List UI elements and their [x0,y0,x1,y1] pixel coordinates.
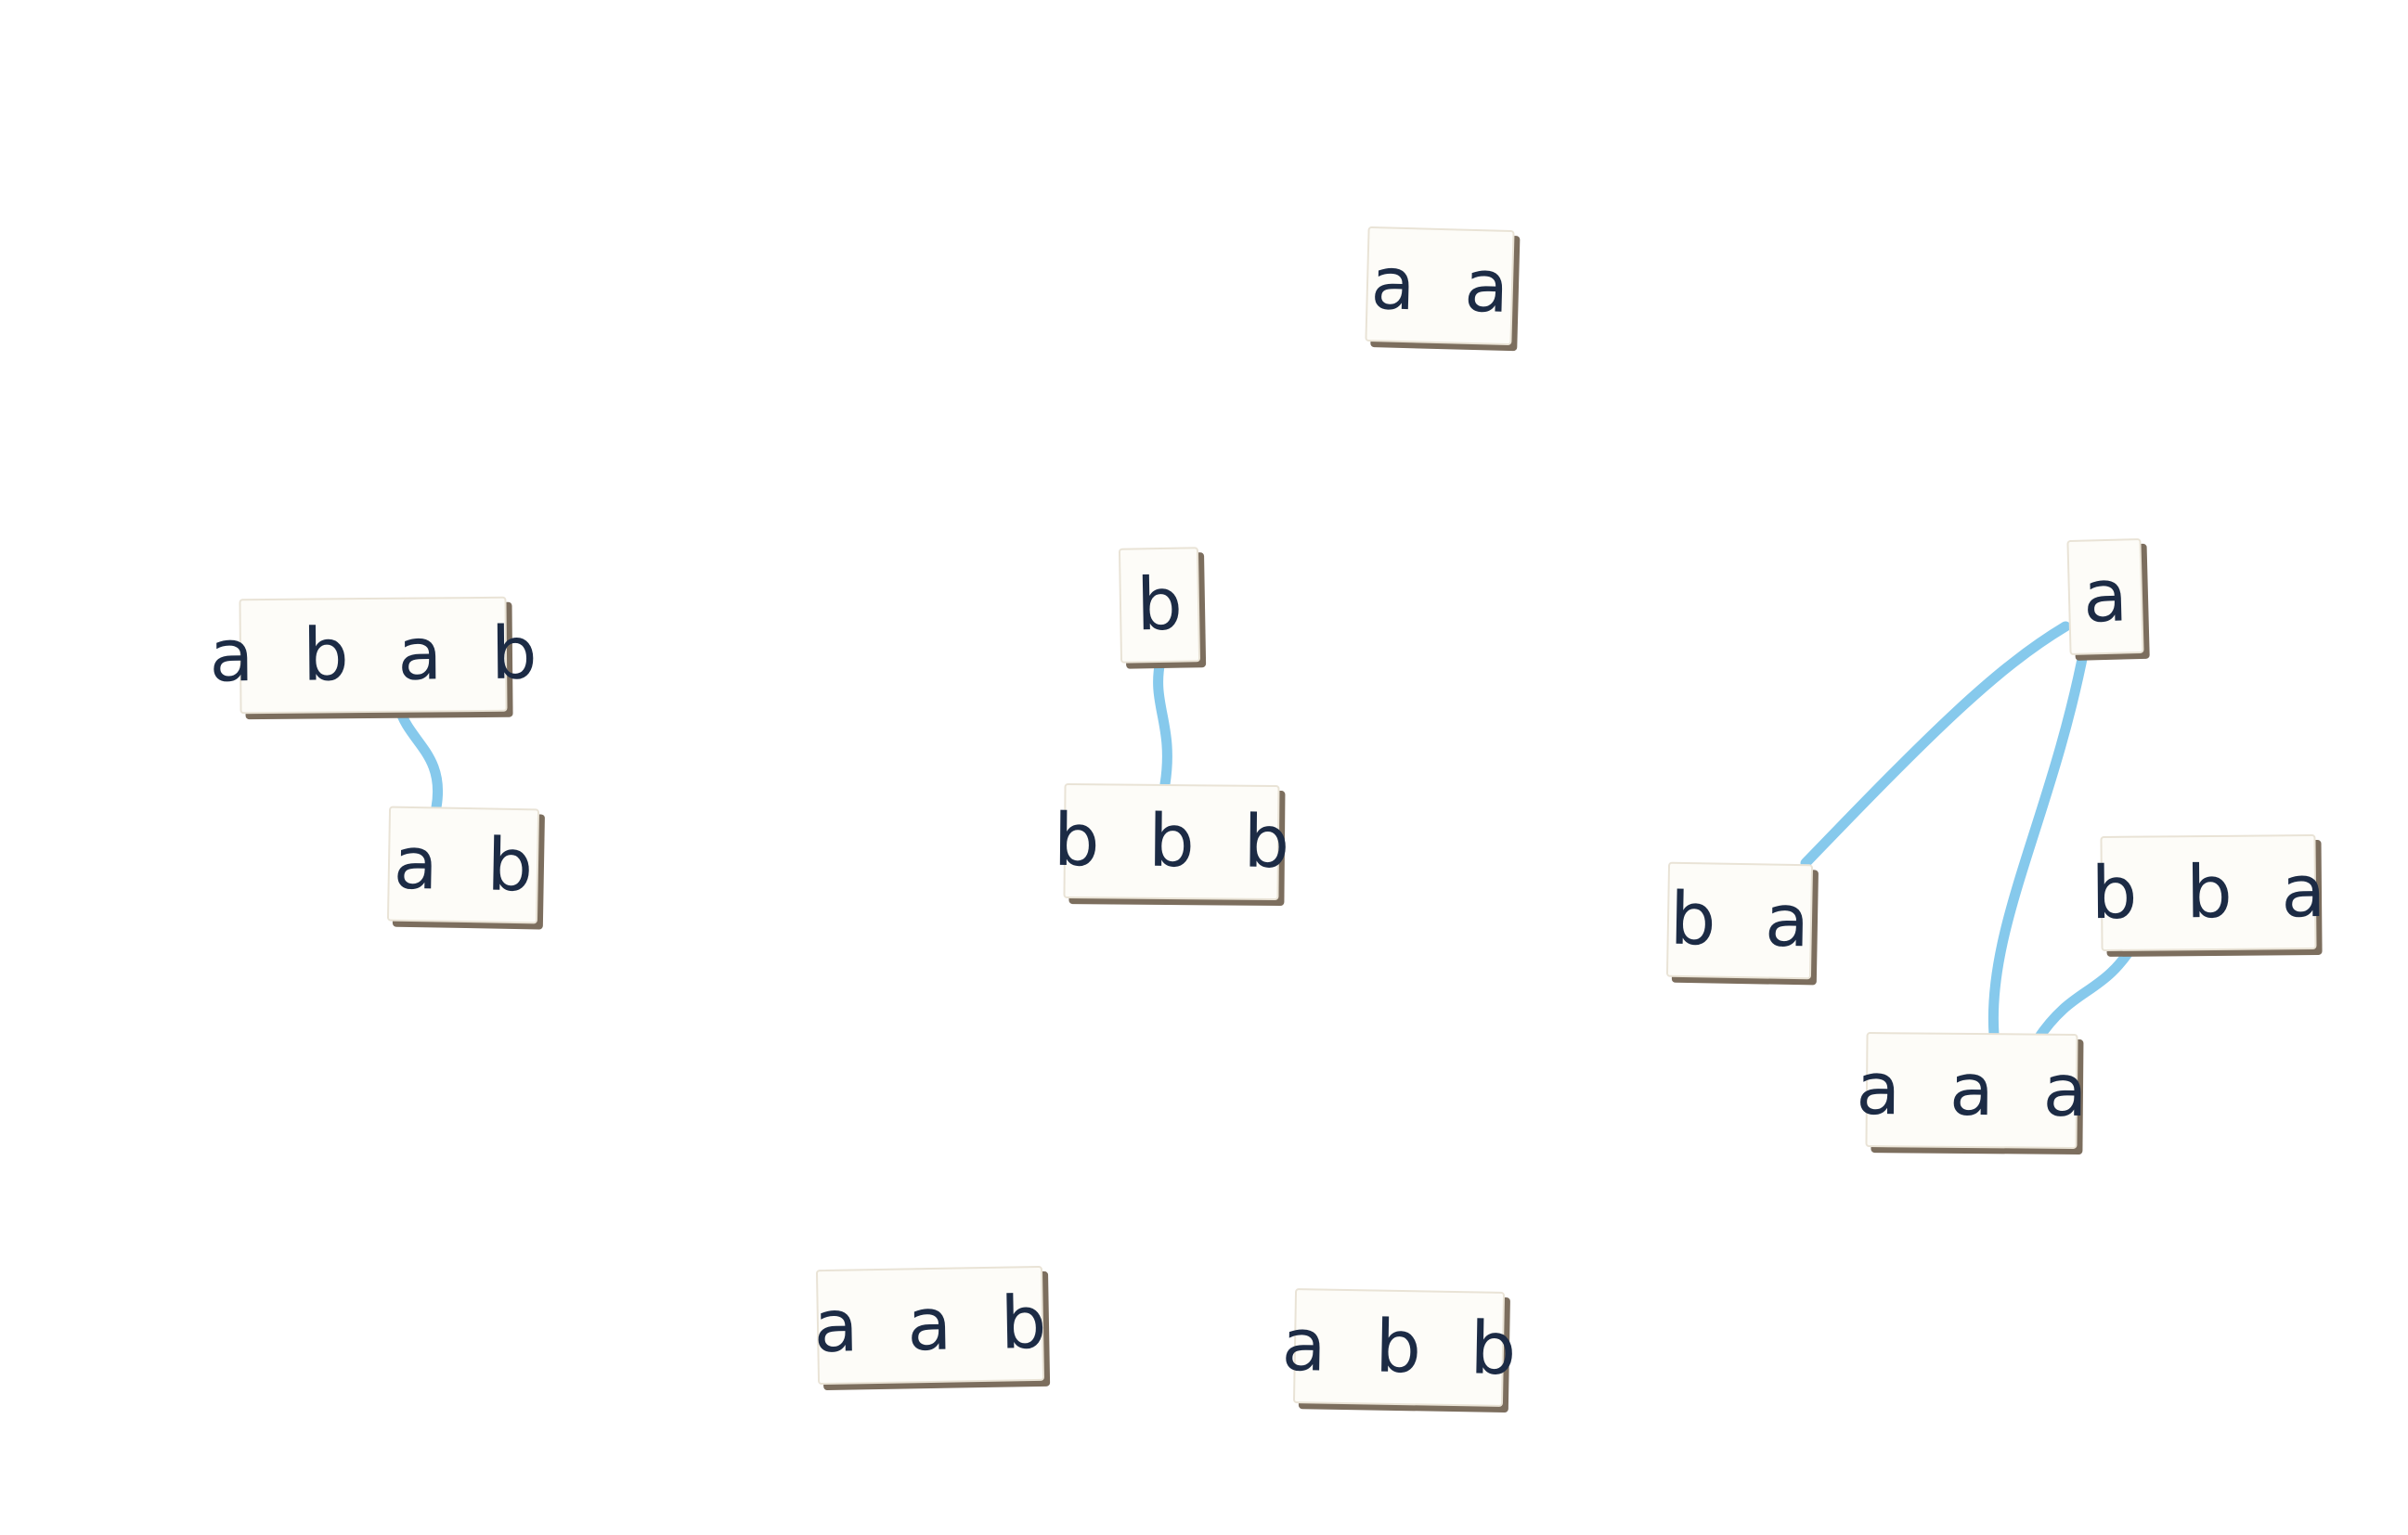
tile-label: a b a b [209,612,550,699]
tile-abab[interactable]: a b a b [209,596,550,715]
tile-label: a [2081,554,2143,639]
tile-bbb[interactable]: b b b [1054,782,1302,901]
link-b-bbb [1153,655,1172,790]
tile-aa[interactable]: a a [1365,226,1522,346]
tile-label: b a [1669,877,1823,964]
link-a-ba [1800,621,2071,869]
tile-aab[interactable]: a a b [813,1265,1060,1386]
link-bba-aaa [2032,934,2143,1045]
tile-label: b b a [2091,849,2339,936]
tile-label: a a [1369,242,1523,330]
tile-label: a b [393,821,547,909]
tile-aaa[interactable]: a a a [1856,1032,2101,1149]
tile-label: a a b [812,1281,1061,1370]
link-abab-ab [394,702,444,813]
link-a-aaa [1987,644,2090,1040]
tile-bba[interactable]: b b a [2091,833,2339,952]
tile-a[interactable]: a [2066,537,2144,656]
tile-label: b b b [1053,798,1303,885]
tile-label: b [1135,562,1197,648]
tile-label: a b b [1281,1303,1530,1392]
tile-label: a a a [1856,1047,2101,1134]
tile-b[interactable]: b [1118,547,1201,664]
tile-ba[interactable]: b a [1665,861,1823,980]
tile-abb[interactable]: a b b [1281,1288,1530,1407]
tile-ab[interactable]: a b [386,806,547,924]
